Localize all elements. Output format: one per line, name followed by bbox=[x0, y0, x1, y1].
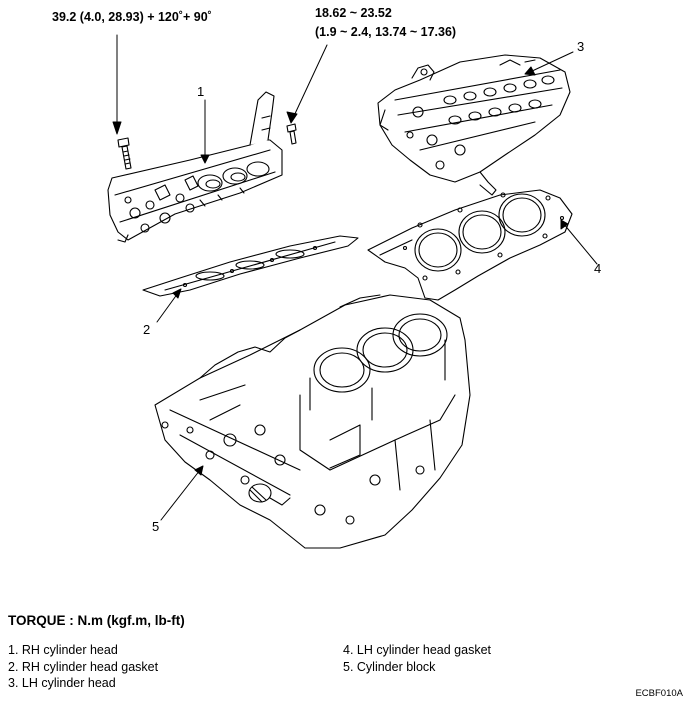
cylinder-block bbox=[154, 294, 471, 549]
lh-torque-line-1: 18.62 ~ 23.52 bbox=[315, 6, 392, 20]
legend-left-column: 1. RH cylinder head 2. RH cylinder head … bbox=[8, 642, 158, 692]
callout-3: 3 bbox=[577, 39, 585, 54]
legend-item: 4. LH cylinder head gasket bbox=[343, 643, 492, 657]
callout-1: 1 bbox=[197, 84, 205, 99]
legend-item: 5. Cylinder block bbox=[343, 659, 436, 674]
callout-4: 4 bbox=[594, 261, 602, 276]
lh-cylinder-head bbox=[377, 54, 571, 196]
legend-item: 3. LH cylinder head bbox=[8, 676, 116, 690]
callout-2: 2 bbox=[143, 322, 151, 337]
figure-code: ECBF010A bbox=[635, 688, 683, 699]
legend-item: 1. RH cylinder head bbox=[8, 643, 118, 657]
rh-head-bolt-torque: 39.2 (4.0, 28.93) + 120˚+ 90˚ bbox=[52, 10, 212, 24]
legend-item: 2. RH cylinder head gasket bbox=[8, 659, 159, 674]
lh-torque-line-2: (1.9 ~ 2.4, 13.74 ~ 17.36) bbox=[315, 25, 457, 39]
rh-cylinder-head bbox=[107, 91, 283, 243]
legend-right-column: 4. LH cylinder head gasket 5. Cylinder b… bbox=[343, 642, 491, 675]
engine-exploded-diagram bbox=[107, 34, 598, 549]
rh-cylinder-head-gasket bbox=[142, 235, 359, 297]
leader-lines bbox=[112, 34, 598, 521]
rh-head-bolt bbox=[117, 137, 132, 170]
legend-title: TORQUE : N.m (kgf.m, lb-ft) bbox=[8, 613, 185, 628]
lh-head-bolt-torque: 18.62 ~ 23.52 (1.9 ~ 2.4, 13.74 ~ 17.36) bbox=[315, 4, 456, 42]
lh-cylinder-head-gasket bbox=[367, 189, 573, 301]
rh-head-small-bolt bbox=[286, 123, 297, 145]
callout-5: 5 bbox=[152, 519, 160, 534]
